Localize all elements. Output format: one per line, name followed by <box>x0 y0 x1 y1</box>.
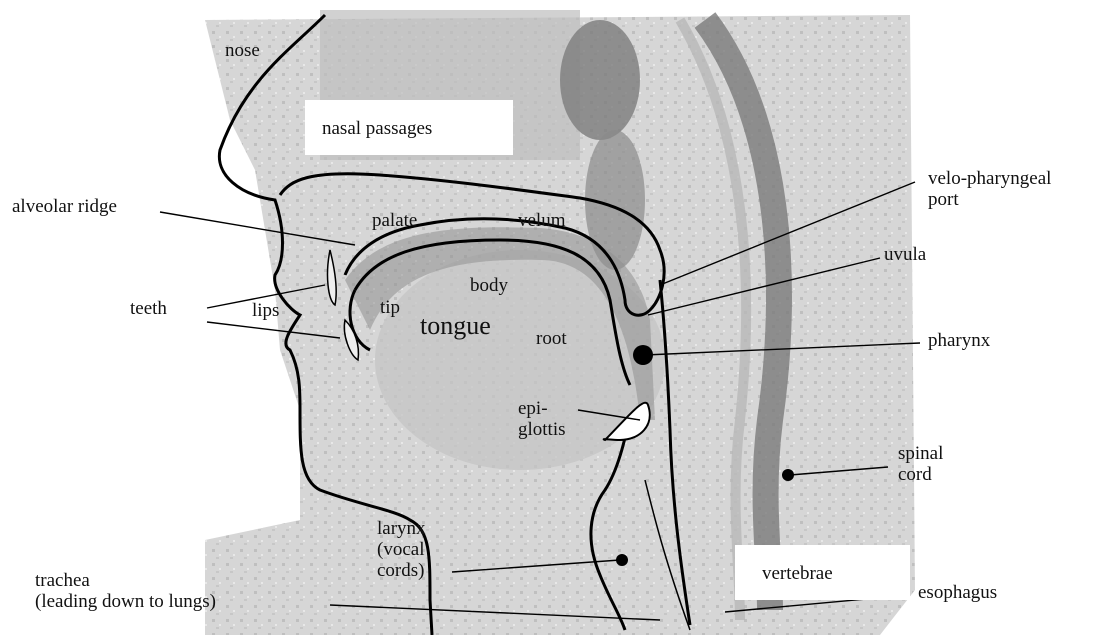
label-vertebrae: vertebrae <box>762 563 833 584</box>
label-esophagus: esophagus <box>918 582 997 603</box>
label-nose: nose <box>225 40 260 61</box>
label-alveolar-ridge: alveolar ridge <box>12 196 117 217</box>
label-trachea: trachea (leading down to lungs) <box>35 570 216 612</box>
label-lips: lips <box>252 300 279 321</box>
spinal-cord-dot <box>782 469 794 481</box>
label-body: body <box>470 275 508 296</box>
label-teeth: teeth <box>130 298 167 319</box>
label-pharynx: pharynx <box>928 330 990 351</box>
label-palate: palate <box>372 210 417 231</box>
label-epiglottis: epi- glottis <box>518 398 566 440</box>
label-root: root <box>536 328 567 349</box>
label-larynx: larynx (vocal cords) <box>377 518 426 581</box>
brainstem-region <box>560 20 640 140</box>
pharynx-dot <box>633 345 653 365</box>
label-tongue: tongue <box>420 312 491 340</box>
label-velum: velum <box>518 210 566 231</box>
label-nasal-passages: nasal passages <box>322 118 432 139</box>
label-tip: tip <box>380 297 400 318</box>
label-velo-pharyngeal-port: velo-pharyngeal port <box>928 168 1051 210</box>
larynx-dot <box>616 554 628 566</box>
label-spinal-cord: spinal cord <box>898 443 943 485</box>
label-uvula: uvula <box>884 244 926 265</box>
